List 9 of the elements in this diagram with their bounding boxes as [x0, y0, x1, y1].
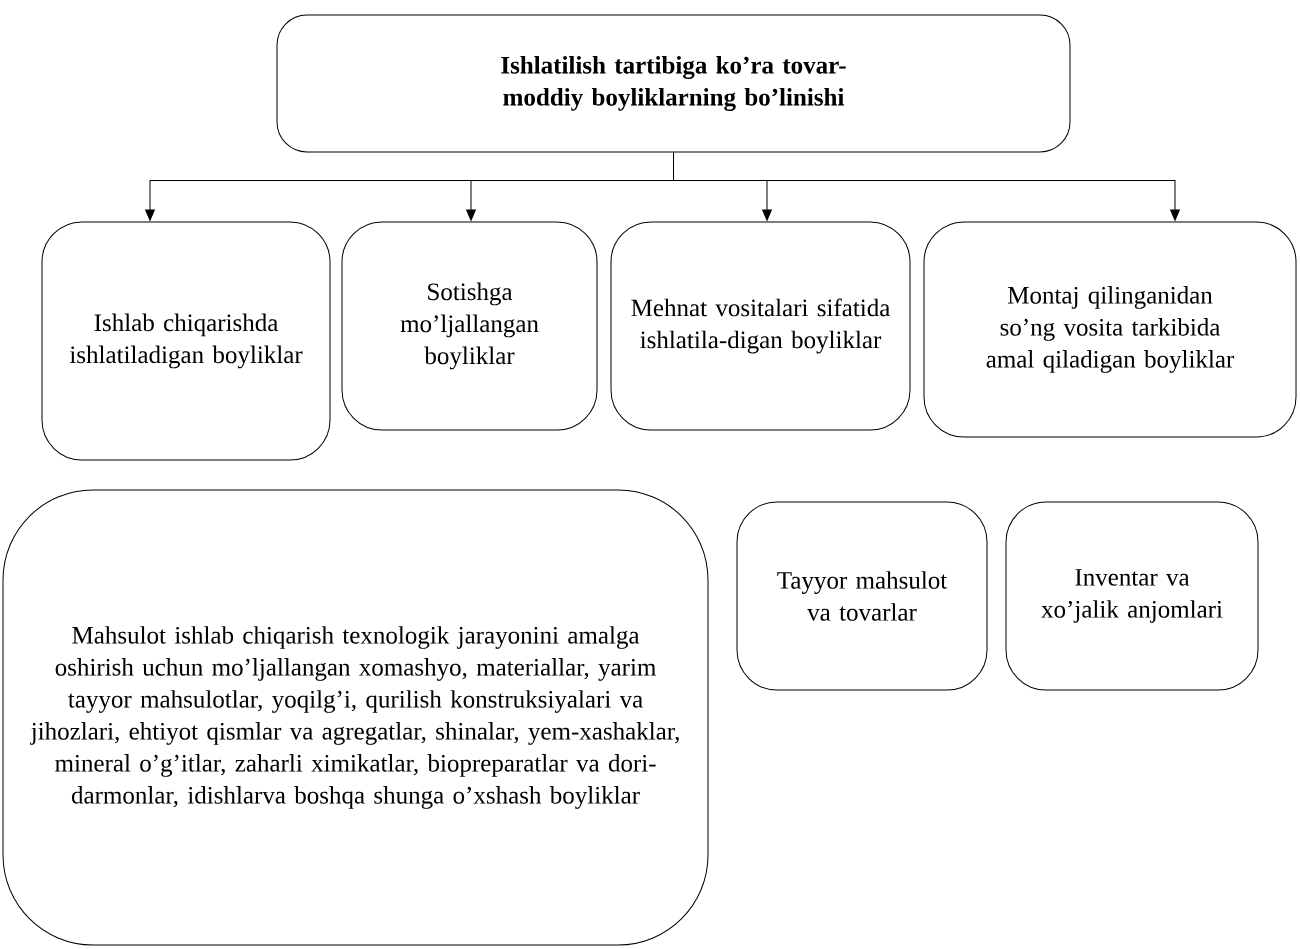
category-box: Inventar va xo’jalik anjomlari: [1005, 501, 1259, 691]
category-box: Ishlab chiqarishda ishlatiladigan boyliklar: [41, 221, 331, 461]
category-box: Tayyor mahsulot va tovarlar: [736, 501, 988, 691]
category-box: Mehnat vositalari sifatida ishlatila-digan boyliklar: [610, 221, 911, 431]
title-box: Ishlatilish tartibiga ko’ra tovar-moddiy boyliklarning bo’linishi: [276, 14, 1071, 153]
category-box: Sotishga mo’ljallangan boyliklar: [341, 221, 598, 431]
arrow: [673, 152, 1180, 221]
category-box: Montaj qilinganidan so’ng vosita tarkibida amal qiladigan boyliklar: [923, 221, 1297, 438]
description-box: Mahsulot ishlab chiqarish texnologik jarayonini amalga oshirish uchun mo’ljallangan xomashyo, materiallar, yarim tayyor mahsulotlar, yoqilg’i, qurilish konstruksiyalari va jihozlari, ehtiyot qismlar va agregatlar, shinalar, yem-xashaklar, mineral o’g’itlar, zaharli ximikatlar, biopreparatlar va dori-darmonlar, idishlarva boshqa shunga o’xshash boyliklar: [2, 489, 709, 946]
